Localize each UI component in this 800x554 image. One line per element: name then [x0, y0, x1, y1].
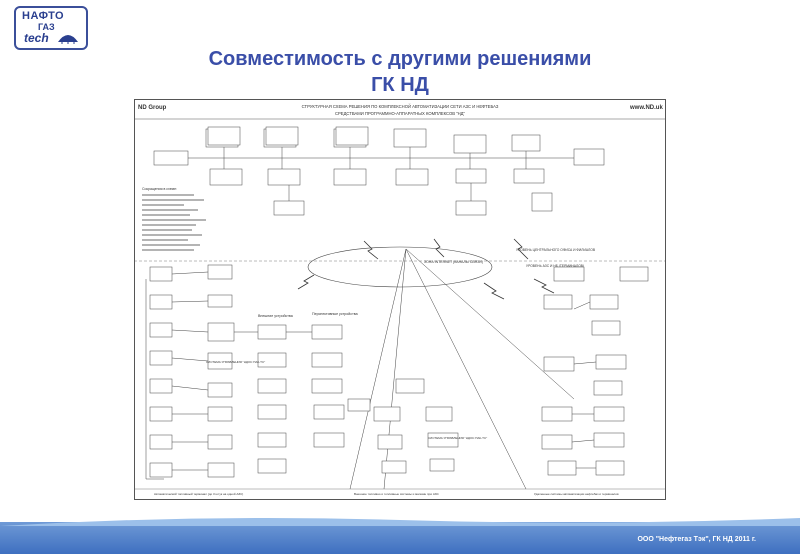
internet-zone-label: ЗОНА INTERNET (КАНАЛЫ СВЯЗИ): [424, 260, 483, 264]
external-devices-label: Внешние устройства: [258, 314, 293, 318]
page-title-line-1: Совместимость с другими решениями: [208, 48, 592, 70]
company-logo: НАФТО ГАЗ tech: [14, 6, 88, 50]
bottom-middle-caption: Внешние топливно и топливные системы и м…: [354, 492, 440, 496]
logo-line-2: ГАЗ: [38, 22, 55, 32]
terminal-level-label: УРОВЕНЬ АЗС И НБ (ТЕРМИНАЛОВ): [526, 264, 584, 268]
control-system-label-2: СИСТЕМА УПРАВЛЕНИЯ "НДОС ПАК-ТС": [428, 436, 487, 440]
top-level-boxes: [153, 126, 605, 216]
legend-title: Сокращения в схеме:: [142, 187, 177, 191]
top-level-connectors: [188, 147, 574, 201]
prospective-devices-label: Перспективные устройства: [312, 312, 358, 316]
droplet-icon: [58, 35, 78, 44]
abbreviations-legend: Сокращения в схеме:: [142, 187, 206, 251]
scheme-heading-1: СТРУКТУРНАЯ СХЕМА РЕШЕНИЯ ПО КОМПЛЕКСНОЙ…: [302, 104, 499, 109]
scheme-brand-left: ND Group: [138, 105, 167, 111]
lightning-links: [297, 238, 555, 300]
lower-right-connectors: [571, 301, 597, 469]
station-diagram-lines: [145, 248, 575, 490]
footer-band: ООО "Нефтегаз Тэк", ГК НД 2011 г.: [0, 518, 800, 554]
footer-copyright: ООО "Нефтегаз Тэк", ГК НД 2011 г.: [637, 536, 756, 543]
bottom-left-caption: Автоматический топливный терминал (до 3 …: [154, 492, 243, 496]
lower-left-connectors: [171, 271, 312, 471]
footer-wave-decoration: [0, 518, 800, 526]
logo-line-3: tech: [24, 31, 49, 45]
scheme-heading-2: СРЕДСТВАМИ ПРОГРАММНО-АППАРАТНЫХ КОМПЛЕК…: [335, 111, 466, 116]
control-system-label-1: СИСТЕМА УПРАВЛЕНИЯ "НДОС ПАК-ТС": [206, 360, 265, 364]
page-title-line-2: ГК НД: [371, 74, 429, 96]
central-office-level-label: УРОВЕНЬ ЦЕНТРАЛЬНОГО ОФИСА И ФИЛИАЛОВ: [516, 248, 596, 252]
lower-left-boxes: [149, 264, 345, 478]
scheme-brand-right: www.ND.uk: [629, 105, 663, 111]
internet-zone-ellipse: [307, 246, 493, 288]
bottom-right-caption: Удаленные системы автоматизации нефтебаз…: [534, 492, 619, 496]
structural-scheme-diagram: ND Group www.ND.uk СТРУКТУРНАЯ СХЕМА РЕШ…: [134, 99, 666, 500]
lower-middle-boxes: [347, 378, 459, 474]
logo-line-1: НАФТО: [22, 10, 65, 22]
